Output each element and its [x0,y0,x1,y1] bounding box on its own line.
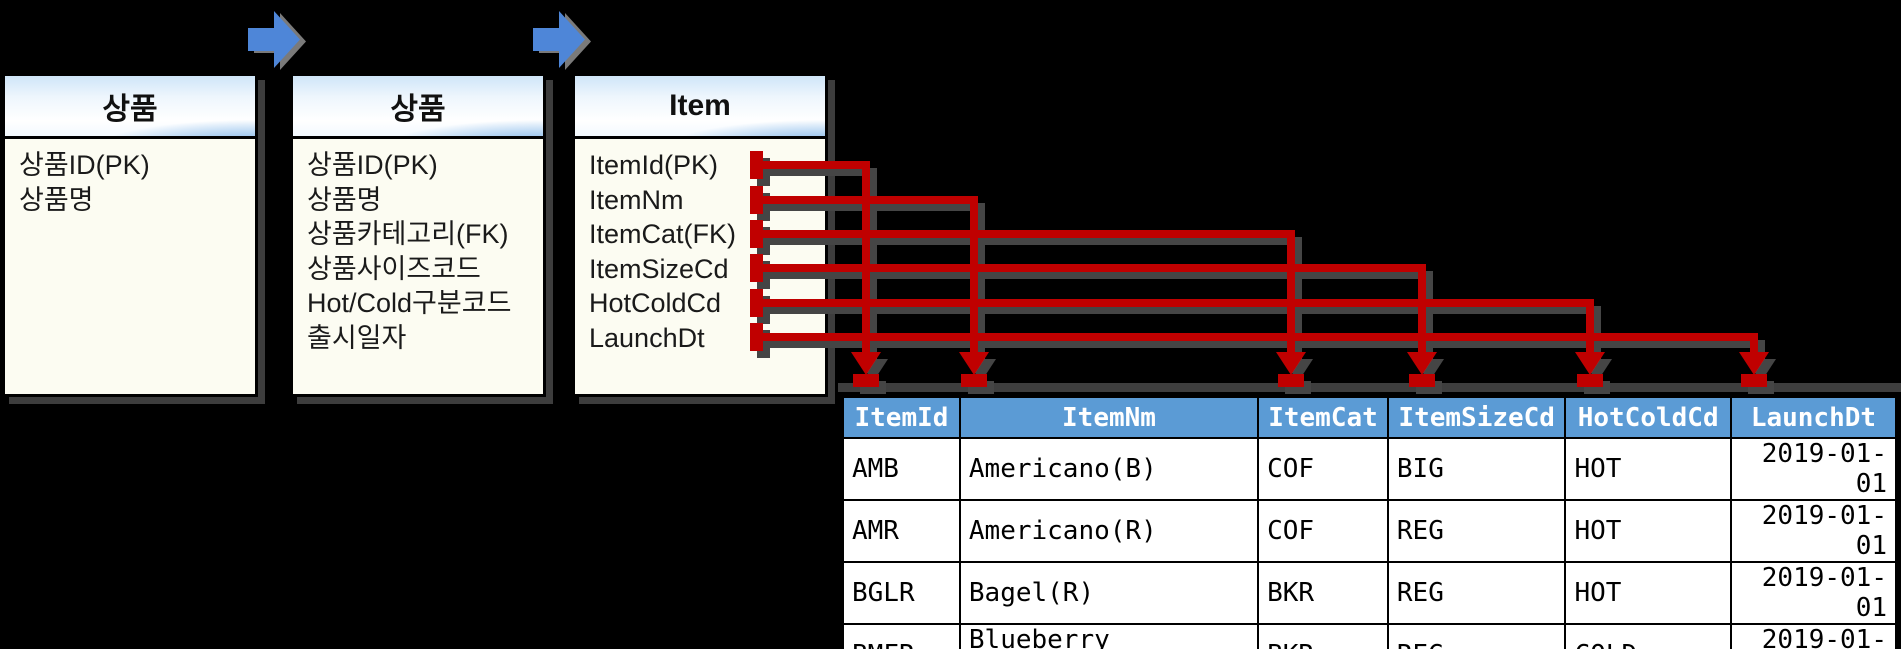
entity-attribute: 상품사이즈코드 [307,253,481,284]
table-cell: REG [1386,499,1567,563]
entity-attribute: ItemSizeCd [589,253,729,284]
table-cell: Bagel(R) [958,561,1260,625]
connector-itemsizecd [750,254,1437,387]
table-cell: 2019-01-01 [1729,437,1898,501]
table-row: AMB Americano(B) COF BIG HOT 2019-01-01 [842,437,1898,501]
table-cell: Americano(B) [958,437,1260,501]
column-header-launchdt: LaunchDt [1729,396,1898,439]
entity-attribute: 상품명 [307,184,382,215]
column-header-hotcoldcd: HotColdCd [1564,396,1732,439]
column-header-itemcat: ItemCat [1257,396,1389,439]
entity-attribute: LaunchDt [589,322,705,353]
table-cell: REG [1386,623,1567,649]
item-data-table: ItemId ItemNm ItemCat ItemSizeCd HotCold… [838,392,1901,649]
entity-box-product-expanded: 상품 상품ID(PK) 상품명 상품카테고리(FK) 상품사이즈코드 Hot/C… [290,73,546,397]
table-cell: Blueberry Muffin(R) [958,623,1260,649]
connector-hotcoldcd [750,289,1605,387]
entity-attribute: ItemCat(FK) [589,219,737,249]
table-row: BMFR Blueberry Muffin(R) BKR REG COLD 20… [842,623,1898,649]
entity-box-product-logical: 상품 상품ID(PK) 상품명 [2,73,258,397]
table-cell: BKR [1257,561,1389,625]
entity-attribute: 출시일자 [307,322,407,353]
table-cell: 2019-01-01 [1729,499,1898,563]
entity-attribute-list: 상품ID(PK) 상품명 상품카테고리(FK) 상품사이즈코드 Hot/Cold… [293,139,543,355]
table-cell: REG [1386,561,1567,625]
table-cell: Americano(R) [958,499,1260,563]
table-cell: COLD [1564,623,1732,649]
entity-attribute: 상품ID(PK) [307,150,438,180]
table-cell: BGLR [842,561,961,625]
right-arrow-icon [248,11,300,68]
table-cell: COF [1257,499,1389,563]
entity-attribute-list: ItemId(PK) ItemNm ItemCat(FK) ItemSizeCd… [575,139,825,355]
table-cell: BMFR [842,623,961,649]
entity-box-item: Item ItemId(PK) ItemNm ItemCat(FK) ItemS… [572,73,828,397]
entity-title: 상품 [5,76,255,139]
connector-itemcat [750,220,1306,387]
table-cell: HOT [1564,499,1732,563]
table-cell: HOT [1564,561,1732,625]
entity-title: Item [575,76,825,139]
column-header-itemsizecd: ItemSizeCd [1386,396,1567,439]
entity-attribute: 상품명 [19,184,94,215]
entity-attribute-list: 상품ID(PK) 상품명 [5,139,255,217]
column-header-itemnm: ItemNm [958,396,1260,439]
entity-attribute: Hot/Cold구분코드 [307,288,512,318]
table-row: BGLR Bagel(R) BKR REG HOT 2019-01-01 [842,561,1898,625]
entity-attribute: ItemId(PK) [589,150,719,180]
right-arrow-icon [533,11,585,68]
table-cell: AMR [842,499,961,563]
table-cell: COF [1257,437,1389,501]
table-header-row: ItemId ItemNm ItemCat ItemSizeCd HotCold… [842,396,1898,439]
table-cell: BKR [1257,623,1389,649]
entity-attribute: ItemNm [589,184,684,215]
entity-attribute: 상품카테고리(FK) [307,219,509,249]
column-header-itemid: ItemId [842,396,961,439]
table-row: AMR Americano(R) COF REG HOT 2019-01-01 [842,499,1898,563]
table-cell: BIG [1386,437,1567,501]
table-cell: HOT [1564,437,1732,501]
table-cell: 2019-01-01 [1729,561,1898,625]
table-cell: AMB [842,437,961,501]
table-cell: 2019-01-01 [1729,623,1898,649]
entity-attribute: 상품ID(PK) [19,150,150,180]
connector-launchdt [750,323,1769,387]
entity-attribute: HotColdCd [589,288,722,318]
entity-title: 상품 [293,76,543,139]
